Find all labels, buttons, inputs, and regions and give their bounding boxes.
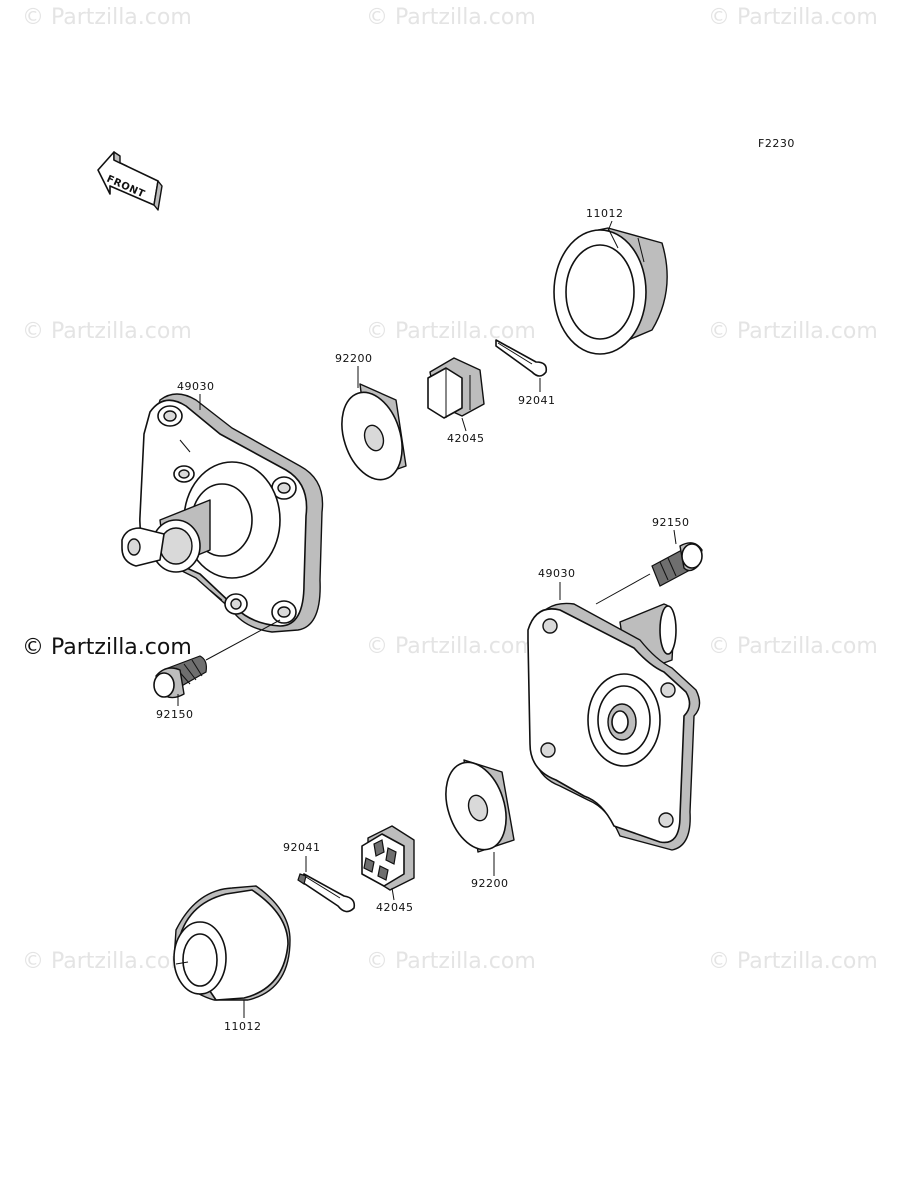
- figure-code: F2230: [758, 137, 795, 150]
- wheel-cap-bottom: [173, 885, 291, 1001]
- washer-top: [341, 383, 407, 481]
- part-label-nut-top: 42045: [447, 432, 485, 445]
- hub-left: [121, 393, 324, 633]
- part-label-pin-bottom: 92041: [283, 841, 321, 854]
- front-arrow-icon: FRONT: [97, 151, 163, 211]
- part-label-bolt-left: 92150: [156, 708, 194, 721]
- hub-right: [527, 602, 701, 851]
- watermark-layer: © Partzilla.com © Partzilla.com © Partzi…: [22, 5, 878, 974]
- part-label-hub-right: 49030: [538, 567, 576, 580]
- watermark-main: © Partzilla.com: [22, 635, 192, 660]
- part-label-cap-bottom: 11012: [224, 1020, 262, 1033]
- cotter-pin-bottom: [297, 873, 356, 913]
- castle-nut-top: [427, 357, 485, 419]
- wheel-cap-top: [553, 227, 668, 355]
- watermark: © Partzilla.com: [708, 634, 878, 659]
- watermark: © Partzilla.com: [22, 319, 192, 344]
- part-label-hub-left: 49030: [177, 380, 215, 393]
- part-label-pin-top: 92041: [518, 394, 556, 407]
- watermark: © Partzilla.com: [366, 319, 536, 344]
- part-label-cap-top: 11012: [586, 207, 624, 220]
- watermark: © Partzilla.com: [366, 5, 536, 30]
- watermark: © Partzilla.com: [708, 949, 878, 974]
- watermark: © Partzilla.com: [22, 949, 192, 974]
- watermark: © Partzilla.com: [708, 319, 878, 344]
- part-label-bolt-right: 92150: [652, 516, 690, 529]
- hub-bolt-right: [651, 542, 703, 587]
- washer-bottom: [445, 759, 515, 853]
- part-label-nut-bottom: 42045: [376, 901, 414, 914]
- cotter-pin-top: [495, 339, 548, 377]
- watermark: © Partzilla.com: [366, 634, 536, 659]
- castle-nut-bottom: [361, 825, 415, 891]
- watermark: © Partzilla.com: [708, 5, 878, 30]
- part-label-washer-bottom: 92200: [471, 877, 509, 890]
- part-label-washer-top: 92200: [335, 352, 373, 365]
- hub-bolt-left: [153, 655, 207, 699]
- watermark: © Partzilla.com: [366, 949, 536, 974]
- watermark: © Partzilla.com: [22, 5, 192, 30]
